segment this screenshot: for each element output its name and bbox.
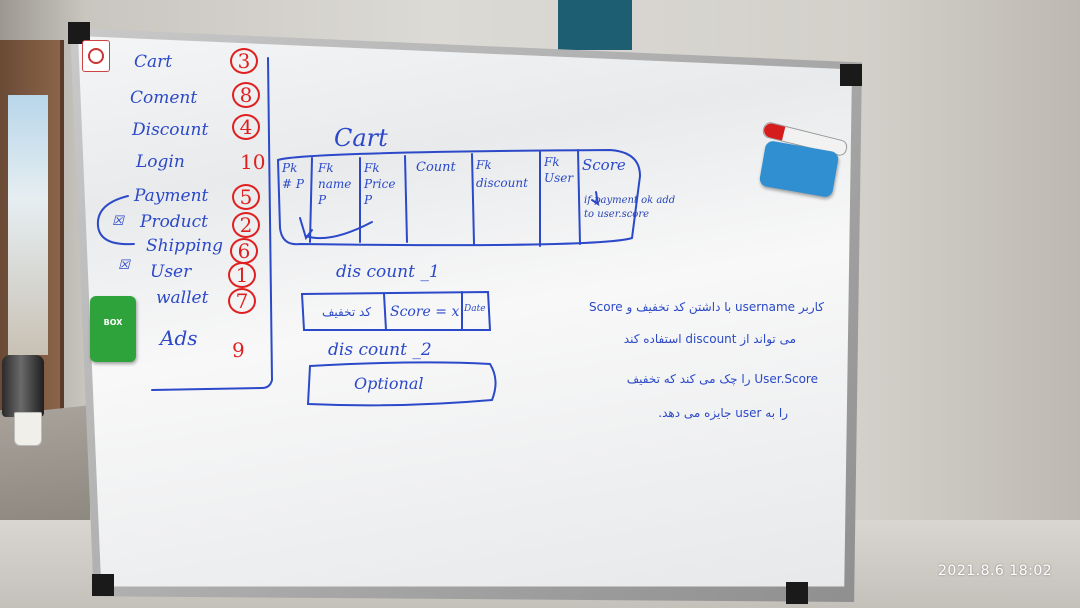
paper-cup: [14, 412, 42, 446]
entity-user: User: [150, 262, 192, 282]
frame-corner: [92, 574, 114, 596]
entity-rank: 7: [228, 288, 256, 314]
entity-rank: 1: [228, 262, 256, 288]
entity-rank: 8: [232, 82, 260, 108]
cart-table-title: Cart: [334, 124, 388, 152]
note-line: User.Score را چک می کند که تخفیف: [626, 372, 818, 386]
entity-rank: 10: [240, 150, 266, 174]
entity-rank: 6: [230, 238, 258, 264]
cart-column: Fk User: [544, 155, 574, 185]
cart-column: Fk Price P: [364, 161, 396, 207]
cart-column: Fk name P: [318, 161, 352, 207]
discount1-outline: [300, 290, 492, 331]
checkbox-mark: ☒: [118, 258, 130, 273]
whiteboard: [78, 36, 852, 587]
doorway: [0, 40, 64, 410]
entity-rank: 3: [230, 48, 258, 74]
entity-rank: 5: [232, 184, 260, 210]
discount2-outline: [306, 361, 497, 407]
logo-sticker: [82, 40, 110, 72]
discount1-score-cell: Score = x: [390, 304, 460, 320]
discount1-code-cell: کد تخفیف: [322, 305, 372, 319]
cart-column: Score: [582, 156, 626, 174]
discount1-title: dis count _1: [336, 262, 440, 282]
entity-discount: Discount: [132, 120, 209, 140]
checkbox-mark: ☒: [112, 214, 124, 229]
photo-timestamp: 2021.8.6 18:02: [938, 563, 1053, 579]
cart-column: Pk # P: [282, 161, 304, 191]
note-line: کاربر username با داشتن کد تخفیف و Score: [589, 300, 824, 314]
note-line: می تواند از discount استفاده کند: [623, 332, 796, 346]
entity-cart: Cart: [134, 52, 173, 72]
discount2-title: dis count _2: [328, 340, 432, 360]
note-line: را به user جایزه می دهد.: [658, 406, 788, 420]
kettle: [2, 355, 44, 417]
frame-corner: [786, 582, 808, 604]
cart-column: Count: [416, 160, 456, 175]
entity-wallet: wallet: [156, 288, 209, 308]
frame-corner: [840, 64, 862, 86]
grouping-bracket: [96, 195, 135, 246]
entity-list-bracket: [151, 57, 274, 391]
entity-shipping: Shipping: [146, 236, 224, 256]
discount2-value: Optional: [354, 374, 424, 393]
entity-login: Login: [136, 152, 185, 172]
cart-column: Fk discount: [476, 158, 528, 190]
fk-arrow: [305, 221, 373, 240]
entity-ads: Ads: [160, 326, 198, 350]
entity-coment: Coment: [130, 88, 198, 108]
teal-pillar: [558, 0, 632, 50]
entity-rank: 9: [232, 338, 245, 362]
entity-payment: Payment: [134, 186, 209, 206]
entity-rank: 2: [232, 212, 260, 238]
frame-corner: [68, 22, 90, 44]
green-eraser: [90, 296, 136, 362]
discount1-date-cell: Date: [464, 304, 486, 314]
entity-product: Product: [140, 212, 208, 232]
score-annotation: if payment ok add to user.score: [584, 195, 676, 220]
eraser-logo: BOX: [103, 318, 123, 327]
entity-rank: 4: [232, 114, 260, 140]
cart-table-outline: [276, 148, 642, 247]
